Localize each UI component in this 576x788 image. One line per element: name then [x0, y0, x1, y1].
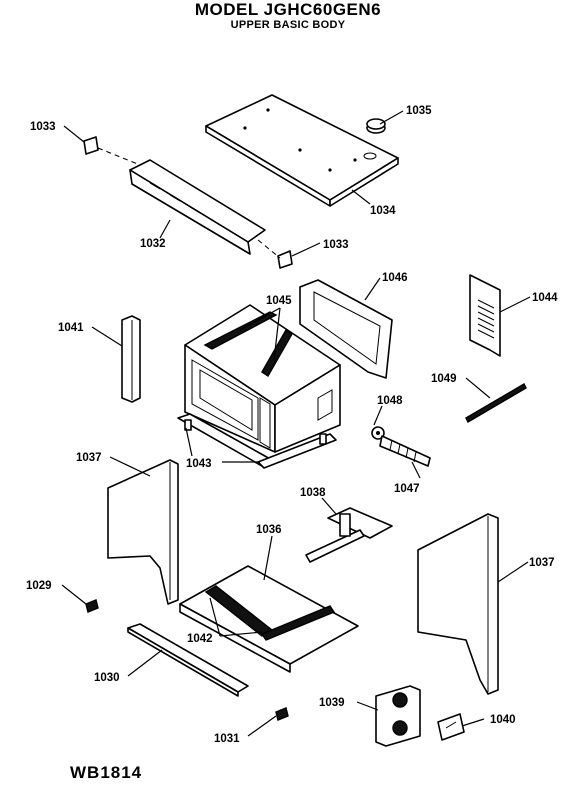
part-1033-bracket-lower	[277, 250, 293, 269]
part-1039-switch-block	[375, 685, 421, 747]
part-1049-rod	[465, 383, 527, 423]
part-1044-vent-panel	[469, 274, 501, 357]
label-1047: 1047	[394, 483, 420, 495]
label-1044: 1044	[532, 292, 558, 304]
part-1046-door-frame	[299, 279, 393, 379]
label-1038: 1038	[300, 487, 326, 499]
part-1040-small-switch	[437, 713, 465, 741]
part-1037-right-side-panel	[417, 513, 499, 695]
label-1033-upper: 1033	[30, 121, 56, 133]
label-1033-lower: 1033	[323, 239, 349, 251]
label-1037-left: 1037	[76, 452, 102, 464]
label-1039: 1039	[319, 697, 345, 709]
label-1041: 1041	[58, 322, 84, 334]
label-1029: 1029	[26, 580, 52, 592]
part-1030-front-strip	[127, 623, 249, 697]
part-1031-screw	[275, 707, 289, 721]
label-1043: 1043	[186, 458, 212, 470]
label-1036: 1036	[256, 524, 282, 536]
label-1035: 1035	[406, 105, 432, 117]
label-1030: 1030	[94, 672, 120, 684]
label-1049: 1049	[431, 373, 457, 385]
label-1032: 1032	[140, 238, 166, 250]
diagram-subtitle: UPPER BASIC BODY	[230, 19, 346, 31]
drawing-code: WB1814	[70, 763, 142, 782]
part-1047-1048-gas-assembly	[371, 426, 431, 467]
label-1042: 1042	[187, 633, 213, 645]
label-1034: 1034	[370, 205, 396, 217]
part-1035-cap	[366, 118, 386, 134]
part-1043-base-rails	[177, 413, 337, 469]
part-1036-bottom-tray	[179, 565, 359, 673]
part-1034-top-panel	[205, 94, 399, 207]
part-1029-screw	[85, 599, 99, 613]
label-1037-right: 1037	[529, 557, 555, 569]
part-1041-side-post	[121, 315, 141, 403]
label-1031: 1031	[214, 733, 240, 745]
part-1038-shelf-bracket	[305, 507, 393, 563]
label-1045: 1045	[266, 295, 292, 307]
label-1048: 1048	[377, 395, 403, 407]
label-1046: 1046	[382, 272, 408, 284]
part-1032-vent-rail	[129, 159, 266, 255]
diagram-title: MODEL JGHC60GEN6	[194, 0, 382, 19]
main-oven-cabinet	[184, 304, 341, 453]
part-1037-left-side-panel	[107, 459, 179, 605]
label-1040: 1040	[490, 714, 516, 726]
part-1033-bracket-upper	[83, 136, 99, 155]
